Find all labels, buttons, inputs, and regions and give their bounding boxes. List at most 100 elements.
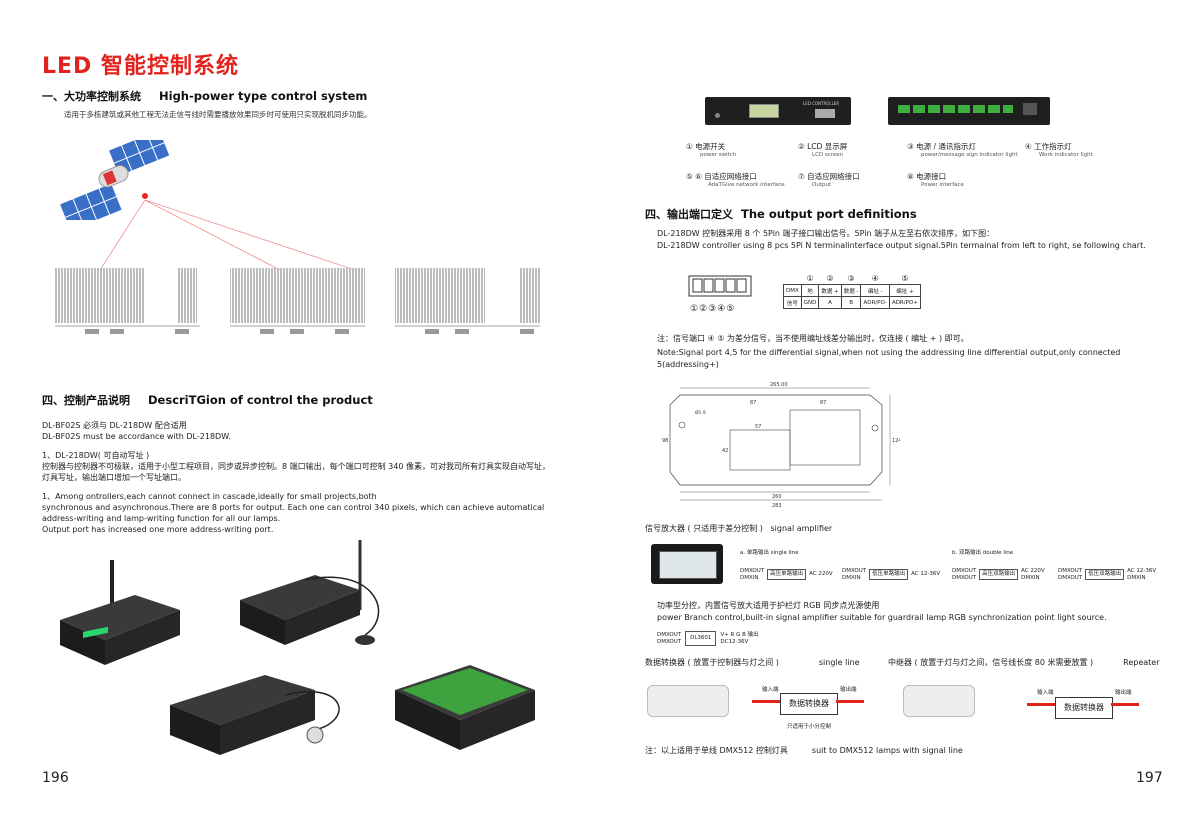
- satellite-illustration: [60, 140, 171, 220]
- section-en: DescriTGion of control the product: [148, 393, 373, 407]
- caption-3: ③ 电源 / 通讯指示灯 power/message sign indicato…: [907, 142, 1018, 160]
- def-cn: DL-218DW 控制器采用 8 个 5Pin 端子接口输出信号。5Pin 端子…: [657, 229, 995, 238]
- controller-back-photo: [888, 97, 1050, 125]
- dmxout-label: DMXOUT: [1058, 574, 1083, 581]
- caption-en: Power interface: [921, 182, 964, 188]
- lcd-screen: [749, 104, 779, 118]
- converter-out: 输出端: [840, 687, 857, 693]
- dim-hole: Ø1.9: [695, 409, 706, 416]
- dim-h1: 124: [892, 438, 900, 444]
- dmxin-label: DMXIN: [1021, 574, 1040, 581]
- dim-w1: 87: [750, 400, 756, 406]
- converter-box: 数据转换器: [780, 693, 838, 715]
- controller-front-photo: LED CONTROLLER: [705, 97, 851, 125]
- caption-cn: 自适应网络接口: [807, 172, 860, 181]
- caption-en: Work indicator light: [1039, 152, 1093, 158]
- caption-num: ⑤ ⑥: [686, 172, 702, 181]
- para-line: address-writing and lamp-writing functio…: [42, 514, 281, 523]
- dmxout-label: DMXOUT: [952, 568, 977, 574]
- caption-num: ⑧: [907, 172, 914, 181]
- section-desc: 适用于多栋建筑或其他工程无法走信号线时需要播放效果同步时可使用只实现脱机同步功能…: [64, 110, 372, 119]
- converter-cn: 数据转换器 ( 放置于控制器与灯之间 ): [645, 658, 779, 667]
- dmxin-label: DMXIN: [842, 574, 861, 581]
- section-cn: 四、输出端口定义: [645, 208, 733, 221]
- repeater-red-line: [1111, 703, 1139, 706]
- caption-num: ③: [907, 142, 914, 151]
- dmxout-label: DMXOUT: [842, 568, 867, 574]
- pin-head: ④: [871, 274, 879, 283]
- row-label: 信号: [783, 296, 802, 309]
- pin-cell: A: [818, 296, 842, 309]
- pin-cell: 数据 -: [840, 284, 862, 297]
- device-label: LED CONTROLLER: [803, 101, 840, 106]
- final-cn: 注：以上适用于单线 DMX512 控制灯具: [645, 746, 788, 755]
- caption-cn: 电源开关: [695, 142, 726, 151]
- amp-box: 低压双路输出: [1085, 569, 1125, 580]
- dmxout-label: DMXOUT: [740, 568, 765, 574]
- double-line-label: b. 双路输出 double line: [952, 550, 1014, 556]
- dim-top: 265.00: [770, 382, 788, 388]
- caption-8: ⑧ 电源接口 Power interface: [907, 172, 964, 190]
- para-line: DL-BF02S must be accordance with DL-218D…: [42, 432, 231, 441]
- dimension-drawing: 265.00 87 87 57 124 98 42 260 283 Ø1.9: [662, 382, 900, 509]
- dim-h3: 42: [722, 448, 728, 454]
- caption-en: power/message sign indicator light: [921, 152, 1018, 158]
- signal-lines: [99, 199, 356, 271]
- pin-cell: ADR/PO-: [860, 296, 890, 309]
- converter-in: 输入端: [762, 687, 779, 693]
- pin-head: ⑤: [901, 274, 909, 283]
- para-line: Output port has increased one more addre…: [42, 525, 274, 534]
- dmxout-label: DMXOUT: [657, 638, 682, 645]
- repeater-cn: 中继器 ( 放置于灯与灯之间，信号线长度 80 米需要放置 ): [888, 658, 1094, 667]
- controller-with-gps-photo: [240, 540, 380, 645]
- note-en-1: Note:Signal port 4,5 for the differentia…: [657, 348, 1121, 357]
- para-line: 控制器与控制器不可极联，适用于小型工程项目，同步或异步控制。8 端口输出，每个端…: [42, 462, 550, 471]
- converter-red-line: [752, 700, 780, 703]
- amp-box: 高压单路输出: [767, 569, 807, 580]
- repeater-photo: [903, 685, 975, 717]
- caption-1: ① 电源开关 power switch: [686, 142, 736, 160]
- pin-cell: 地: [800, 284, 820, 297]
- amp-title-en: signal amplifier: [770, 524, 833, 533]
- building-groups-illustration: [55, 268, 540, 334]
- para-line: 1、DL-218DW( 可自动写址 ): [42, 451, 150, 460]
- pin-cell: GND: [800, 296, 820, 309]
- pin-definition-table: ① ② ③ ④ ⑤ DMX 地 数据 + 数据 - 编址 - 编址 + 信号 G…: [783, 273, 921, 309]
- row-label: DMX: [783, 284, 802, 297]
- dim-b2: 283: [772, 503, 782, 509]
- network-ports: [815, 109, 835, 118]
- single-line-label: a. 单路输出 single line: [740, 550, 799, 556]
- pin-head: ②: [826, 274, 834, 283]
- section-cn: 四、控制产品说明: [42, 394, 130, 407]
- pin-head: ③: [847, 274, 855, 283]
- caption-num: ②: [798, 142, 805, 151]
- terminal-numbers: ①②③④⑤: [690, 304, 736, 314]
- para-line: 1、Among ontrollers,each cannot connect i…: [42, 492, 377, 501]
- repeater-box: 数据转换器: [1055, 697, 1113, 719]
- note-en-2: 5(addressing+): [657, 360, 719, 369]
- caption-num: ⑦: [798, 172, 805, 181]
- dl-output: V+ R G B 输出: [720, 632, 759, 638]
- repeater-red-line: [1027, 703, 1055, 706]
- repeater-out: 输出端: [1115, 690, 1132, 696]
- amp-volt: AC 220V: [1021, 568, 1045, 574]
- amp-box: 高压双路输出: [979, 569, 1019, 580]
- caption-cn: 工作指示灯: [1034, 142, 1072, 151]
- section-en: High-power type control system: [159, 89, 368, 103]
- power-socket: [1023, 103, 1037, 115]
- dmxout-label: DMXOUT: [657, 632, 682, 638]
- terminal-block-diagram: [688, 275, 752, 297]
- converter-red-line: [836, 700, 864, 703]
- power-switch-icon: [715, 113, 720, 118]
- dim-b1: 260: [772, 494, 782, 500]
- branch-cn: 功率型分控，内置信号放大适用于护栏灯 RGB 同步点光源使用: [657, 601, 880, 610]
- dim-w3: 57: [755, 424, 761, 430]
- pin-cell: B: [840, 296, 862, 309]
- para-line: 灯具写址，输出端口增加一个写址端口。: [42, 473, 186, 482]
- pin-head: ①: [806, 274, 814, 283]
